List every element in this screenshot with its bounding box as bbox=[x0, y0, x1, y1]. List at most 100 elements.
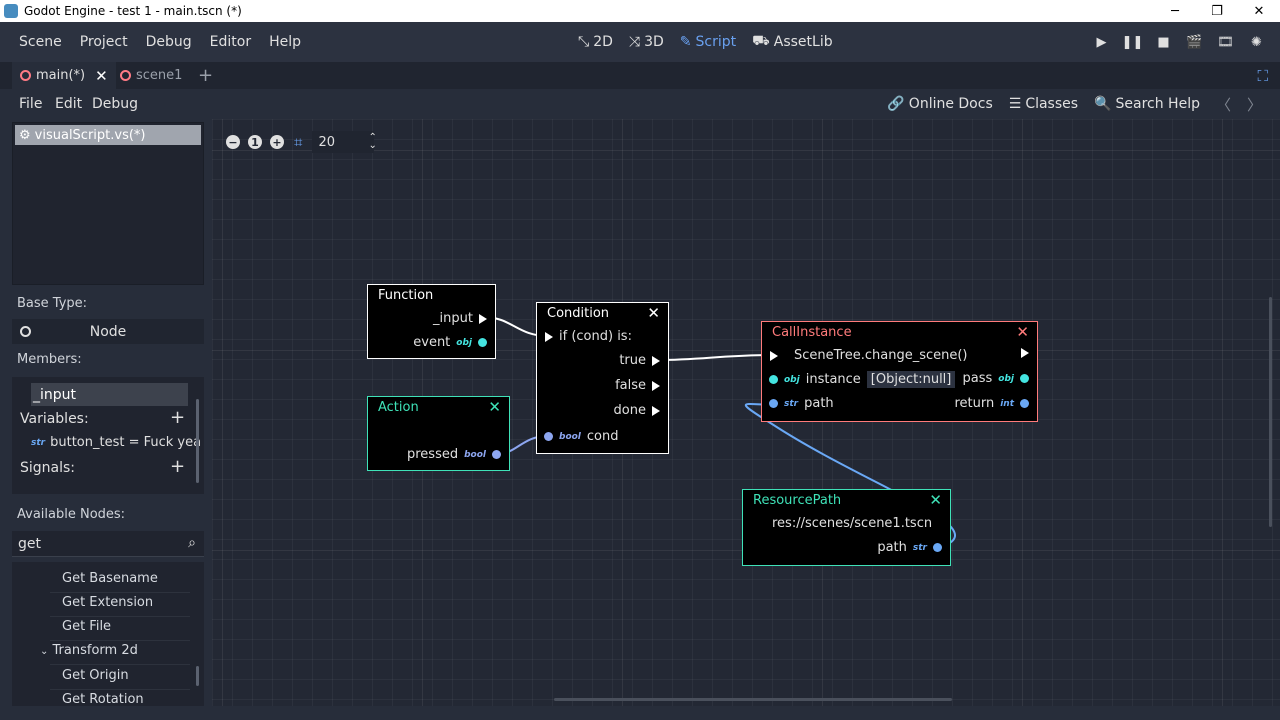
stop-button[interactable]: ■ bbox=[1148, 22, 1179, 62]
instance-value-field[interactable]: [Object:null] bbox=[866, 371, 956, 388]
script-menu-file[interactable]: File bbox=[19, 96, 43, 112]
graph-vertical-scrollbar[interactable] bbox=[1269, 297, 1272, 527]
callinstance-instance-input[interactable]: obj instance [Object:null] bbox=[769, 371, 956, 388]
base-type-button[interactable]: Node bbox=[12, 319, 204, 344]
menu-project[interactable]: Project bbox=[79, 34, 128, 50]
workspace-3d-button[interactable]: ⤨3D bbox=[621, 34, 672, 50]
exec-arrow-icon[interactable] bbox=[652, 380, 660, 391]
menu-editor[interactable]: Editor bbox=[209, 34, 252, 50]
function-event-output[interactable]: event obj bbox=[413, 335, 487, 350]
member-function-input[interactable]: _input bbox=[31, 383, 188, 406]
script-list[interactable]: ⚙ visualScript.vs(*) bbox=[12, 122, 204, 285]
members-tree[interactable]: _input Variables: + str button_test = Fu… bbox=[12, 377, 204, 494]
resourcepath-value[interactable]: res://scenes/scene1.tscn bbox=[772, 516, 933, 531]
condition-cond-input[interactable]: bool cond bbox=[544, 429, 619, 444]
menu-scene[interactable]: Scene bbox=[19, 34, 62, 50]
exec-arrow-icon[interactable] bbox=[770, 350, 778, 361]
history-back-icon[interactable]: 〈 bbox=[1215, 95, 1231, 114]
chevron-down-icon: ⌄ bbox=[40, 646, 49, 657]
output-port[interactable] bbox=[492, 450, 501, 459]
list-item[interactable]: Get Basename bbox=[62, 571, 158, 586]
close-node-icon[interactable]: ✕ bbox=[1016, 323, 1029, 341]
condition-node[interactable]: Condition ✕ if (cond) is: true false don… bbox=[536, 302, 669, 454]
stop-icon: ■ bbox=[1157, 34, 1170, 50]
condition-false-output[interactable]: false bbox=[615, 378, 660, 393]
callinstance-path-input[interactable]: str path bbox=[769, 396, 834, 411]
distraction-free-icon[interactable]: ⛶ bbox=[1257, 67, 1268, 85]
script-menu-edit[interactable]: Edit bbox=[55, 96, 83, 112]
workspace-script-button[interactable]: ✎Script bbox=[672, 34, 744, 50]
search-help-button[interactable]: 🔍Search Help bbox=[1094, 96, 1200, 112]
output-port[interactable] bbox=[933, 543, 942, 552]
callinstance-pass-output[interactable]: pass obj bbox=[963, 371, 1029, 386]
input-port[interactable] bbox=[769, 399, 778, 408]
output-port[interactable] bbox=[478, 338, 487, 347]
callinstance-exec-output[interactable] bbox=[1021, 348, 1029, 358]
exec-arrow-icon[interactable] bbox=[545, 331, 553, 342]
zoom-in-button[interactable]: + bbox=[270, 135, 284, 149]
workspace-assetlib-button[interactable]: ⛟AssetLib bbox=[744, 33, 840, 51]
script-menu-debug[interactable]: Debug bbox=[92, 96, 139, 112]
zoom-reset-button[interactable]: 1 bbox=[248, 135, 262, 149]
exec-arrow-icon[interactable] bbox=[479, 313, 487, 324]
script-list-item[interactable]: ⚙ visualScript.vs(*) bbox=[15, 125, 201, 145]
members-scrollbar[interactable] bbox=[196, 399, 199, 483]
resourcepath-path-output[interactable]: path str bbox=[877, 540, 942, 555]
condition-exec-input[interactable]: if (cond) is: bbox=[545, 329, 632, 344]
menu-help[interactable]: Help bbox=[269, 34, 301, 50]
node-search-input[interactable]: get ⌕ bbox=[12, 531, 204, 557]
close-node-icon[interactable]: ✕ bbox=[647, 304, 660, 322]
output-port[interactable] bbox=[1020, 399, 1029, 408]
online-docs-button[interactable]: 🔗Online Docs bbox=[887, 96, 992, 112]
menu-debug[interactable]: Debug bbox=[145, 34, 192, 50]
add-tab-icon[interactable]: + bbox=[198, 65, 214, 86]
callinstance-node[interactable]: CallInstance ✕ SceneTree.change_scene() … bbox=[761, 321, 1038, 422]
list-item[interactable]: Get Extension bbox=[62, 595, 154, 610]
variable-item[interactable]: str button_test = Fuck yea bbox=[31, 435, 201, 450]
snap-step-input[interactable]: 20 bbox=[312, 131, 375, 153]
action-node[interactable]: Action ✕ pressed bool bbox=[367, 396, 510, 471]
input-port[interactable] bbox=[769, 375, 778, 384]
graph-horizontal-scrollbar[interactable] bbox=[554, 698, 952, 701]
callinstance-exec-input[interactable]: SceneTree.change_scene() bbox=[770, 348, 968, 363]
output-port[interactable] bbox=[1020, 374, 1029, 383]
close-window-button[interactable]: ✕ bbox=[1253, 3, 1265, 19]
list-item[interactable]: Get Origin bbox=[62, 668, 129, 683]
list-category[interactable]: ⌄ Transform 2d bbox=[40, 643, 138, 658]
function-node[interactable]: Function _input event obj bbox=[367, 284, 496, 359]
condition-true-output[interactable]: true bbox=[619, 353, 660, 368]
workspace-2d-button[interactable]: ⤡2D bbox=[570, 34, 621, 50]
play-custom-scene-button[interactable]: 🎞 bbox=[1210, 22, 1241, 62]
exec-arrow-icon[interactable] bbox=[652, 355, 660, 366]
play-scene-button[interactable]: 🎬 bbox=[1179, 22, 1210, 62]
close-node-icon[interactable]: ✕ bbox=[488, 398, 501, 416]
action-pressed-output[interactable]: pressed bool bbox=[407, 447, 501, 462]
list-item[interactable]: Get Rotation bbox=[62, 692, 144, 707]
add-variable-icon[interactable]: + bbox=[170, 407, 186, 428]
tab-scene1[interactable]: scene1 bbox=[112, 62, 190, 89]
exec-arrow-icon[interactable] bbox=[652, 405, 660, 416]
add-signal-icon[interactable]: + bbox=[170, 456, 186, 477]
condition-done-output[interactable]: done bbox=[614, 403, 660, 418]
play-button[interactable]: ▶ bbox=[1086, 22, 1117, 62]
exec-arrow-icon[interactable] bbox=[1021, 348, 1029, 358]
tab-main[interactable]: main(*) ✕ bbox=[12, 62, 116, 89]
input-port[interactable] bbox=[544, 432, 553, 441]
classes-button[interactable]: ☰Classes bbox=[1009, 96, 1078, 112]
function-exec-output[interactable]: _input bbox=[433, 311, 487, 326]
zoom-out-button[interactable]: − bbox=[226, 135, 240, 149]
maximize-button[interactable]: ❐ bbox=[1211, 3, 1223, 19]
resourcepath-node[interactable]: ResourcePath ✕ res://scenes/scene1.tscn … bbox=[742, 489, 951, 566]
close-tab-icon[interactable]: ✕ bbox=[95, 66, 108, 85]
visual-script-graph[interactable]: − 1 + ⌗ 20 ⌃⌄ Function _input event obj … bbox=[212, 119, 1280, 706]
minimize-button[interactable]: ─ bbox=[1171, 3, 1179, 19]
history-forward-icon[interactable]: 〉 bbox=[1246, 95, 1262, 114]
pause-button[interactable]: ❚❚ bbox=[1117, 22, 1148, 62]
callinstance-return-output[interactable]: return int bbox=[954, 396, 1029, 411]
available-nodes-list[interactable]: Get Basename Get Extension Get File ⌄ Tr… bbox=[12, 562, 204, 720]
spinbox-arrows-icon[interactable]: ⌃⌄ bbox=[368, 132, 377, 151]
nodes-scrollbar[interactable] bbox=[196, 666, 199, 686]
snap-grid-icon[interactable]: ⌗ bbox=[294, 133, 303, 151]
list-item[interactable]: Get File bbox=[62, 619, 112, 634]
close-node-icon[interactable]: ✕ bbox=[929, 491, 942, 509]
